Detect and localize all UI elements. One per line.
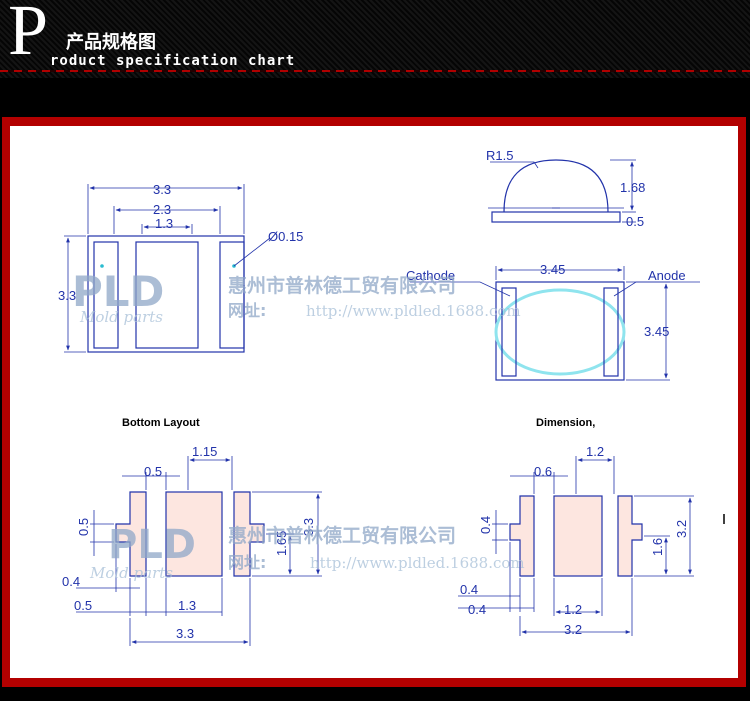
- top-view-marker-dot: [100, 264, 104, 268]
- top-view-center-pad: [135, 241, 199, 349]
- top-view: 3.3 2.3 1.3 3.3 Ø0.15: [58, 182, 303, 353]
- dim-width-inner: 1.3: [155, 216, 173, 231]
- dim-tab-height: 0.5: [76, 518, 91, 536]
- dim-left-width: 0.5: [74, 598, 92, 613]
- bottom-layout-center-pad: [165, 491, 223, 577]
- cathode-label: Cathode: [406, 268, 455, 283]
- side-view-dome: [503, 159, 609, 213]
- dimension-left-pad: [509, 495, 535, 577]
- dim-radius: R1.5: [486, 148, 513, 163]
- dim-center-width: 1.3: [178, 598, 196, 613]
- dimension-center-pad: [553, 495, 603, 577]
- watermark-logo: PLD: [72, 267, 164, 316]
- dim-dome-height: 1.68: [620, 180, 645, 195]
- watermark-url: http://www.pldled.1688.com: [306, 302, 521, 320]
- dim-front-height: 3.45: [644, 324, 669, 339]
- header-banner: P 产品规格图 roduct specification chart: [0, 0, 750, 78]
- dim-total-width: 3.2: [564, 622, 582, 637]
- dim-gap-top: 1.15: [192, 444, 217, 459]
- watermark-logo-sub: Mold parts: [79, 308, 163, 326]
- dim-tab-offset-1: 0.4: [460, 582, 478, 597]
- dim-half-height: 1.6: [650, 538, 665, 556]
- dim-width-mid: 2.3: [153, 202, 171, 217]
- front-view-anode-terminal: [603, 287, 619, 377]
- dim-pad-width: 0.5: [144, 464, 162, 479]
- dim-tab-height: 0.4: [478, 516, 493, 534]
- technical-drawing: 3.3 2.3 1.3 3.3 Ø0.15 R1.5 1.68 0.5 3.45: [58, 148, 725, 646]
- front-view: 3.45 3.45 Cathode Anode: [406, 262, 700, 381]
- front-view-outline: [495, 281, 625, 381]
- header-divider: [0, 70, 750, 72]
- dim-dot-diameter: Ø0.15: [268, 229, 303, 244]
- drawing-sheet: 3.3 2.3 1.3 3.3 Ø0.15 R1.5 1.68 0.5 3.45: [10, 126, 738, 678]
- dim-total-height: 3.3: [301, 518, 316, 536]
- dim-total-height: 3.2: [674, 520, 689, 538]
- top-view-left-terminal: [93, 241, 119, 349]
- watermark-company-lower: 惠州市普林德工贸有限公司: [228, 524, 456, 547]
- watermark-company: 惠州市普林德工贸有限公司: [228, 274, 456, 297]
- dim-center-width: 1.2: [564, 602, 582, 617]
- top-view-right-terminal: [219, 241, 245, 349]
- dim-tab-offset: 0.4: [62, 574, 80, 589]
- dimension-heading: Dimension,: [536, 417, 595, 429]
- watermark-logo-lower: PLD: [108, 522, 196, 568]
- bottom-layout-right-pad: [233, 491, 265, 577]
- watermark-url-label: 网址:: [228, 301, 266, 320]
- dim-total-width: 3.3: [176, 626, 194, 641]
- bottom-layout: Bottom Layout 1.15 0.5 0.5 0.4 0.5 1.3 3…: [62, 417, 322, 646]
- front-view-cathode-terminal: [501, 287, 517, 377]
- anode-label: Anode: [648, 268, 686, 283]
- dim-base-height: 0.5: [626, 214, 644, 229]
- dimension-layout: Dimension, 1.2 0.6 0.4 0.4 0.4 1.2 3.2 3…: [458, 417, 725, 637]
- side-view-base: [491, 211, 621, 223]
- dim-pad-width: 0.6: [534, 464, 552, 479]
- side-view: R1.5 1.68 0.5: [486, 148, 645, 229]
- front-view-lens: [494, 288, 626, 376]
- watermark: PLD Mold parts 惠州市普林德工贸有限公司 网址: http://w…: [72, 267, 525, 582]
- bottom-layout-left-pad: [115, 491, 147, 577]
- page-title-chinese: 产品规格图: [66, 32, 156, 52]
- dim-width-outer: 3.3: [153, 182, 171, 197]
- dim-gap-top: 1.2: [586, 444, 604, 459]
- watermark-url-lower: http://www.pldled.1688.com: [310, 554, 525, 572]
- watermark-url-label-lower: 网址:: [228, 553, 266, 572]
- bottom-layout-heading: Bottom Layout: [122, 417, 200, 429]
- dim-height: 3.3: [58, 288, 76, 303]
- dim-half-height: 1.65: [274, 531, 289, 556]
- dimension-right-pad: [617, 495, 643, 577]
- dim-front-width: 3.45: [540, 262, 565, 277]
- page-title-english: roduct specification chart: [50, 53, 296, 69]
- header-initial: P: [8, 0, 49, 70]
- dim-tab-offset-2: 0.4: [468, 602, 486, 617]
- watermark-logo-sub-lower: Mold parts: [89, 564, 173, 582]
